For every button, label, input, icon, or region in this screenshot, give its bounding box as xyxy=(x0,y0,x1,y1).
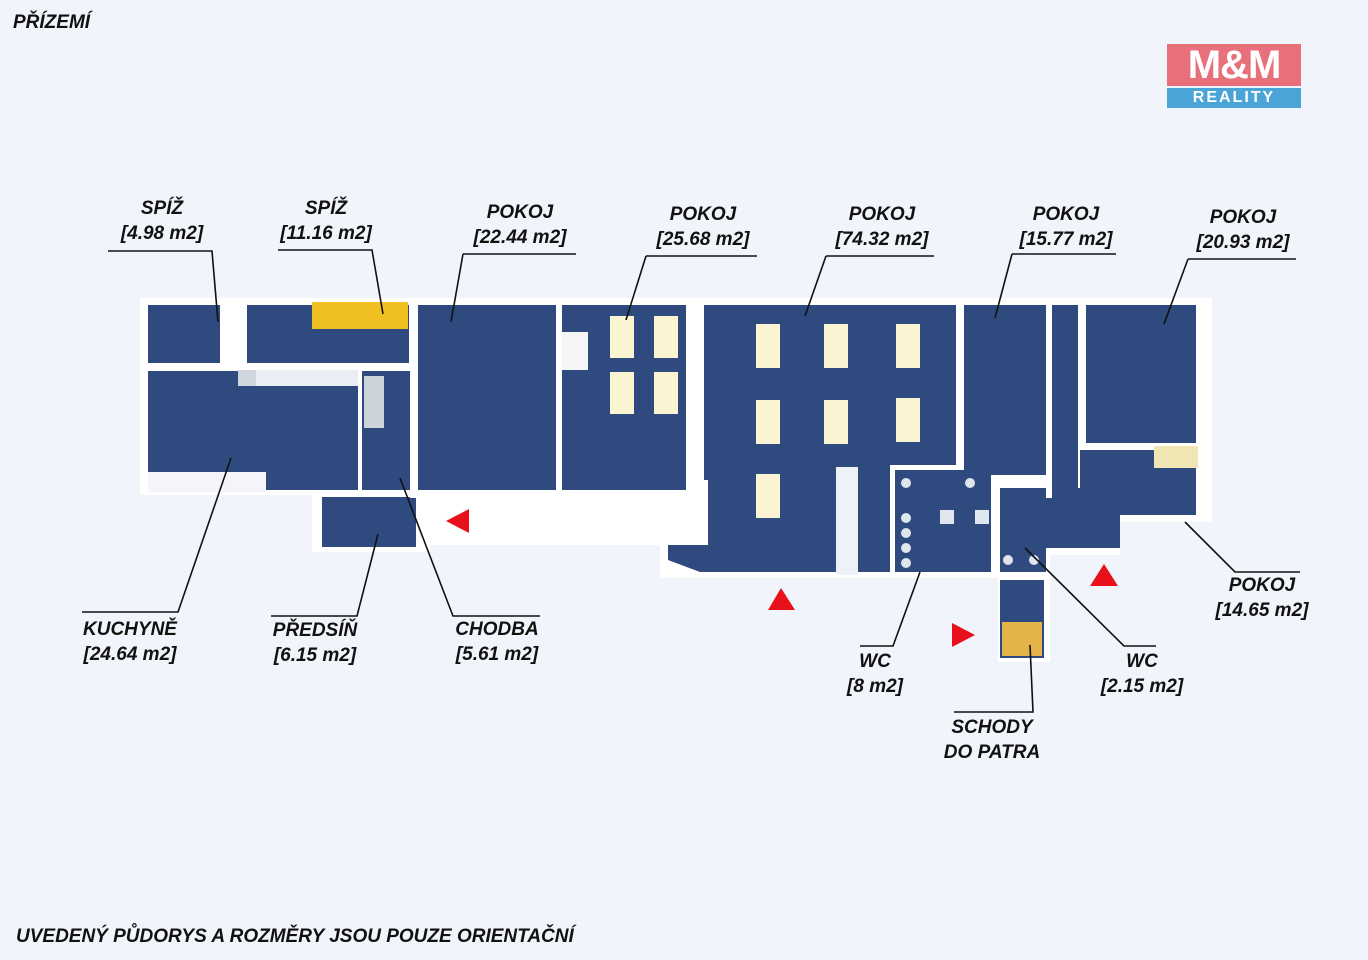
disclaimer-text: UVEDENÝ PŮDORYS A ROZMĚRY JSOU POUZE ORI… xyxy=(16,926,574,947)
label-spiz-2: SPÍŽ[11.16 m2] xyxy=(280,198,372,244)
floor-predsin xyxy=(322,497,416,547)
logo-wordmark: REALITY xyxy=(1167,88,1301,108)
logo-mark: M&M xyxy=(1167,44,1301,86)
shelf xyxy=(364,376,384,428)
label-pokoj-3: POKOJ[74.32 m2] xyxy=(835,204,929,250)
company-logo: M&M REALITY xyxy=(1167,44,1301,108)
toilet-icons xyxy=(901,478,1039,568)
label-pokoj-5: POKOJ[20.93 m2] xyxy=(1196,207,1290,253)
floor-pokoj-5 xyxy=(1086,305,1196,443)
tables xyxy=(610,316,920,518)
red-triangle-icon xyxy=(768,588,795,610)
kitchen-unit xyxy=(148,472,266,492)
floor-hall xyxy=(1052,305,1078,495)
red-triangle-icon xyxy=(446,509,469,533)
leader-lines xyxy=(82,249,1300,713)
label-pokoj-6: POKOJ[14.65 m2] xyxy=(1215,575,1309,621)
label-wc-2: WC[2.15 m2] xyxy=(1100,651,1184,697)
yellow-counter xyxy=(312,302,408,329)
desk xyxy=(1154,446,1198,468)
floor-pokoj-6 xyxy=(1000,450,1196,548)
entrance-markers xyxy=(446,509,1118,647)
floor-pokoj-4 xyxy=(964,305,1046,475)
floor-pokoj-1 xyxy=(418,305,556,490)
label-spiz-1: SPÍŽ[4.98 m2] xyxy=(120,198,204,244)
bar-counter xyxy=(836,467,858,575)
label-pokoj-1: POKOJ[22.44 m2] xyxy=(473,202,567,248)
stairs-icon xyxy=(1002,622,1042,656)
red-triangle-icon xyxy=(952,623,975,647)
furniture xyxy=(148,302,1198,656)
label-wc-1: WC[8 m2] xyxy=(847,651,903,697)
floor-spiz-1 xyxy=(148,305,220,363)
label-pokoj-2: POKOJ[25.68 m2] xyxy=(656,204,750,250)
floor-title: PŘÍZEMÍ xyxy=(13,12,91,33)
interior-walls xyxy=(140,298,1196,575)
label-pokoj-4: POKOJ[15.77 m2] xyxy=(1019,204,1113,250)
label-predsin: PŘEDSÍŇ[6.15 m2] xyxy=(272,620,358,666)
floor-pokoj-3 xyxy=(668,305,956,572)
label-chodba: CHODBA[5.61 m2] xyxy=(455,619,539,665)
red-triangle-icon xyxy=(1090,564,1118,586)
fridge xyxy=(562,332,588,370)
label-kuchyne: KUCHYNĚ[24.64 m2] xyxy=(83,619,177,665)
stove-icon xyxy=(238,370,256,386)
kitchen-counter xyxy=(238,370,358,386)
floor-kuchyne xyxy=(148,370,358,490)
